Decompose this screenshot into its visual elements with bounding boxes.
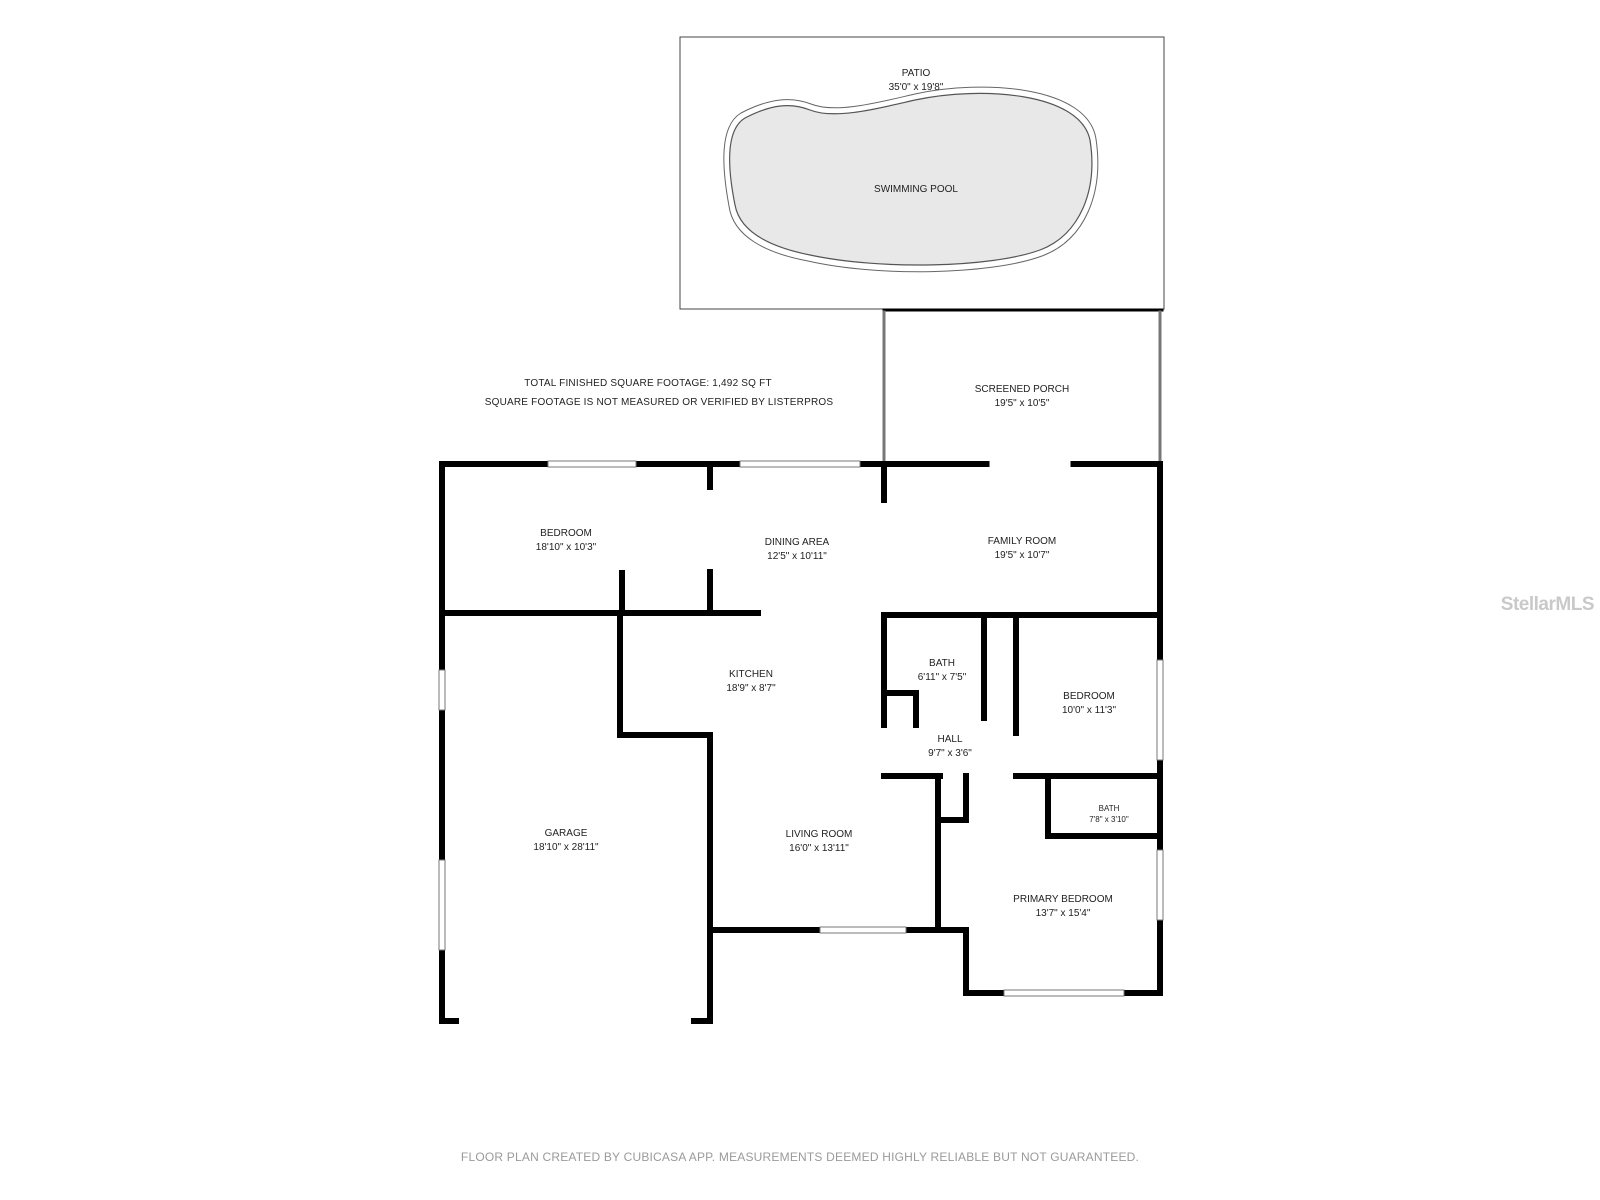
hall-dim: 9'7" x 3'6" xyxy=(928,748,972,759)
bedroom-2-dim: 10'0" x 11'3" xyxy=(1061,705,1117,716)
watermark-logo: StellarMLS xyxy=(1500,594,1595,615)
hall-label: HALL 9'7" x 3'6" xyxy=(928,733,972,761)
bedroom-1-dim: 18'10" x 10'3" xyxy=(535,542,597,553)
patio-label: PATIO 35'0" x 19'8" xyxy=(889,67,944,95)
sqft-disclaimer-note: SQUARE FOOTAGE IS NOT MEASURED OR VERIFI… xyxy=(484,397,834,408)
bedroom-1-name: BEDROOM xyxy=(540,528,592,539)
total-sqft-note: TOTAL FINISHED SQUARE FOOTAGE: 1,492 SQ … xyxy=(524,378,772,389)
primary-bedroom-label: PRIMARY BEDROOM 13'7" x 15'4" xyxy=(1013,893,1113,921)
primary-bedroom-dim: 13'7" x 15'4" xyxy=(1035,908,1091,919)
garage-dim: 18'10" x 28'11" xyxy=(533,842,599,853)
bath-2-name: BATH xyxy=(1098,804,1120,813)
living-room-label: LIVING ROOM 16'0" x 13'11" xyxy=(786,828,853,856)
swimming-pool-edge xyxy=(723,86,1099,273)
bedroom-2-name: BEDROOM xyxy=(1063,691,1115,702)
garage-name: GARAGE xyxy=(544,828,588,839)
family-room-name: FAMILY ROOM xyxy=(987,536,1057,547)
kitchen-label: KITCHEN 18'9" x 8'7" xyxy=(726,668,775,696)
dining-area-label: DINING AREA 12'5" x 10'11" xyxy=(765,536,829,564)
family-room-dim: 19'5" x 10'7" xyxy=(994,550,1050,561)
family-room-label: FAMILY ROOM 19'5" x 10'7" xyxy=(988,535,1057,563)
dining-area-dim: 12'5" x 10'11" xyxy=(767,551,827,562)
pool-label: SWIMMING POOL xyxy=(874,183,958,197)
bath-1-label: BATH 6'11" x 7'5" xyxy=(918,657,967,685)
bath-2-dim: 7'8" x 3'10" xyxy=(1089,815,1129,824)
kitchen-name: KITCHEN xyxy=(729,669,773,680)
screened-porch-dim: 19'5" x 10'5" xyxy=(994,398,1050,409)
garage-label: GARAGE 18'10" x 28'11" xyxy=(533,827,598,855)
hall-name: HALL xyxy=(937,734,963,745)
bath-2-label: BATH 7'8" x 3'10" xyxy=(1089,803,1128,825)
windows xyxy=(438,460,1164,997)
bedroom-2-label: BEDROOM 10'0" x 11'3" xyxy=(1062,690,1116,718)
patio-dim: 35'0" x 19'8" xyxy=(888,82,944,93)
bath-1-name: BATH xyxy=(929,658,955,669)
swimming-pool xyxy=(729,92,1093,266)
screened-porch-label: SCREENED PORCH 19'5" x 10'5" xyxy=(975,383,1069,411)
screened-porch-name: SCREENED PORCH xyxy=(974,384,1070,395)
dining-area-name: DINING AREA xyxy=(764,537,830,548)
kitchen-dim: 18'9" x 8'7" xyxy=(726,683,776,694)
living-room-dim: 16'0" x 13'11" xyxy=(789,843,849,854)
living-room-name: LIVING ROOM xyxy=(785,829,853,840)
patio-name: PATIO xyxy=(901,68,931,79)
bath-1-dim: 6'11" x 7'5" xyxy=(917,672,967,683)
pool-name: SWIMMING POOL xyxy=(874,184,958,195)
primary-bedroom-name: PRIMARY BEDROOM xyxy=(1013,894,1113,905)
footer-disclaimer: FLOOR PLAN CREATED BY CUBICASA APP. MEAS… xyxy=(460,1150,1140,1164)
bedroom-1-label: BEDROOM 18'10" x 10'3" xyxy=(536,527,596,555)
